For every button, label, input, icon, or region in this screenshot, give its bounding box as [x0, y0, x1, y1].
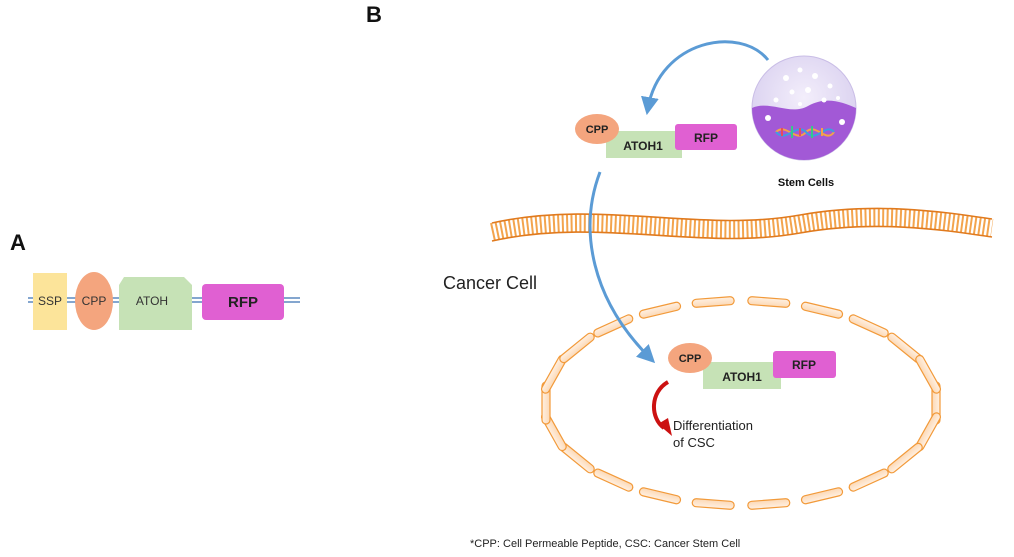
cpp-label: CPP	[82, 294, 107, 308]
nuclear-envelope-segment	[638, 301, 682, 319]
atoh-block	[119, 277, 192, 330]
nuclear-envelope-segment	[593, 314, 634, 338]
ssp-label: SSP	[38, 294, 62, 308]
upper-rfp-block	[675, 124, 737, 150]
nuclear-envelope-segment	[848, 468, 889, 492]
nuclear-envelope-segment	[800, 487, 844, 505]
nuclear-envelope-segment	[691, 296, 735, 308]
nuclear-envelope-segment	[747, 296, 791, 308]
upper-rfp-label: RFP	[694, 131, 718, 145]
upper-atoh1-block	[606, 131, 682, 158]
nuclear-envelope-segment	[559, 332, 595, 364]
stem-cell: Stem Cells	[751, 55, 857, 189]
nuclear-cpp-label: CPP	[679, 353, 702, 365]
nuclear-atoh1-block	[703, 362, 781, 389]
panel-label-a: A	[10, 230, 26, 255]
upper-cpp-ellipse	[575, 114, 619, 144]
cell-membrane	[490, 207, 994, 242]
differentiation-line1: Differentiation	[673, 418, 753, 433]
differentiation-line2: of CSC	[673, 435, 715, 450]
nuclear-rfp-block	[773, 351, 836, 378]
stem-cell-dots	[765, 67, 845, 125]
cancer-cell-label: Cancer Cell	[443, 273, 537, 293]
nuclear-envelope-segment	[747, 498, 791, 510]
rfp-block	[202, 284, 284, 320]
nuclear-envelope-segment	[638, 487, 682, 505]
arrow-stem-to-complex	[641, 40, 770, 116]
stem-cells-label: Stem Cells	[778, 177, 834, 189]
nuclear-envelope-segment	[848, 314, 889, 338]
nuclear-envelope-segment	[887, 442, 923, 474]
atoh-label: ATOH	[136, 294, 168, 308]
arrow-complex-to-nucleus	[588, 171, 656, 364]
nuclear-envelope-segment	[915, 354, 942, 394]
nuclear-complex: ATOH1 CPP RFP	[668, 343, 836, 389]
nuclear-cpp-ellipse	[668, 343, 712, 373]
nuclear-envelope-segment	[593, 468, 634, 492]
nuclear-envelope-segment	[800, 301, 844, 319]
panel-label-b: B	[366, 2, 382, 27]
nucleus-envelope	[540, 296, 942, 510]
nuclear-envelope-segment	[691, 498, 735, 510]
upper-cpp-label: CPP	[586, 124, 609, 136]
cpp-ellipse	[75, 272, 113, 330]
upper-complex: ATOH1 CPP RFP	[575, 114, 737, 158]
red-differentiation-arrow	[652, 380, 672, 436]
construct-a: SSP CPP ATOH RFP	[28, 272, 300, 330]
nuclear-atoh1-label: ATOH1	[722, 370, 762, 384]
nuclear-rfp-label: RFP	[792, 358, 816, 372]
rfp-label: RFP	[228, 294, 258, 311]
upper-atoh1-label: ATOH1	[623, 139, 663, 153]
ssp-block	[33, 273, 67, 330]
dna-helix	[775, 126, 835, 138]
footnote: *CPP: Cell Permeable Peptide, CSC: Cance…	[470, 538, 740, 550]
